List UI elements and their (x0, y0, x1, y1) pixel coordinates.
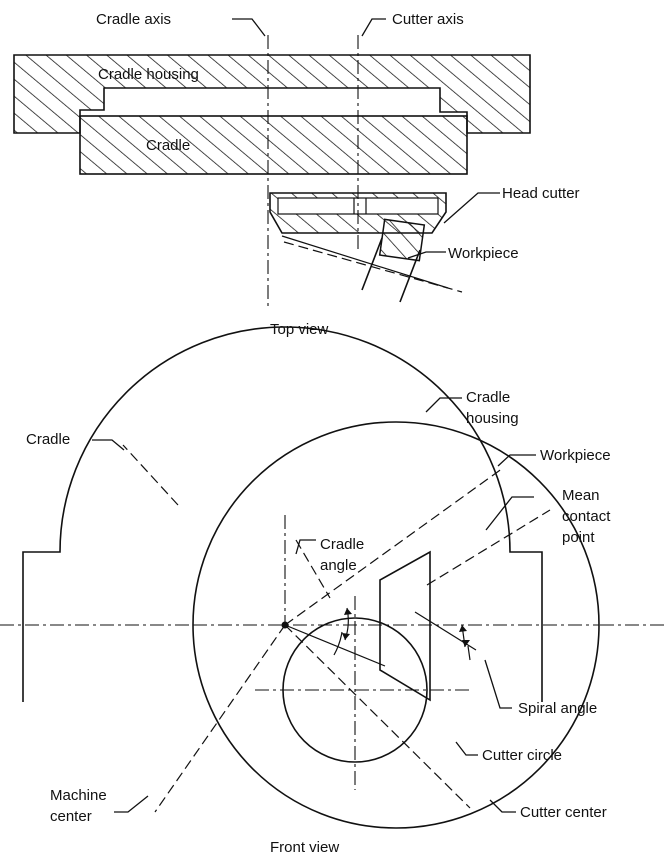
label-head-cutter: Head cutter (502, 185, 580, 202)
caption-front-view: Front view (270, 839, 339, 856)
caption-top-view: Top view (270, 321, 329, 338)
label-workpiece-top: Workpiece (448, 245, 519, 262)
top-view: Cradle axis Cutter axis Cradle housing C… (13, 11, 580, 338)
label-cradle-housing-front-1: Cradle (466, 389, 510, 406)
label-cradle-axis: Cradle axis (96, 11, 171, 28)
front-view: Cradle Cradle housing Workpiece Mean con… (0, 326, 668, 856)
label-cradle-housing: Cradle housing (98, 66, 199, 83)
label-mean-contact-2: contact (562, 508, 611, 525)
label-cradle-housing-front-2: housing (466, 410, 519, 427)
label-workpiece-front: Workpiece (540, 447, 611, 464)
label-cradle-angle-2: angle (320, 557, 357, 574)
label-cradle-top: Cradle (146, 137, 190, 154)
label-machine-center-2: center (50, 808, 92, 825)
label-machine-center-1: Machine (50, 787, 107, 804)
label-mean-contact-1: Mean (562, 487, 600, 504)
label-cutter-circle: Cutter circle (482, 747, 562, 764)
label-mean-contact-3: point (562, 529, 595, 546)
label-spiral-angle: Spiral angle (518, 700, 597, 717)
label-cutter-center: Cutter center (520, 804, 607, 821)
label-cutter-axis: Cutter axis (392, 11, 464, 28)
workpiece-top (361, 218, 426, 303)
workpiece-front (379, 550, 431, 702)
label-cradle-front: Cradle (26, 431, 70, 448)
cradle-housing-outline (22, 326, 543, 702)
label-cradle-angle-1: Cradle (320, 536, 364, 553)
cradle-section (79, 115, 468, 175)
